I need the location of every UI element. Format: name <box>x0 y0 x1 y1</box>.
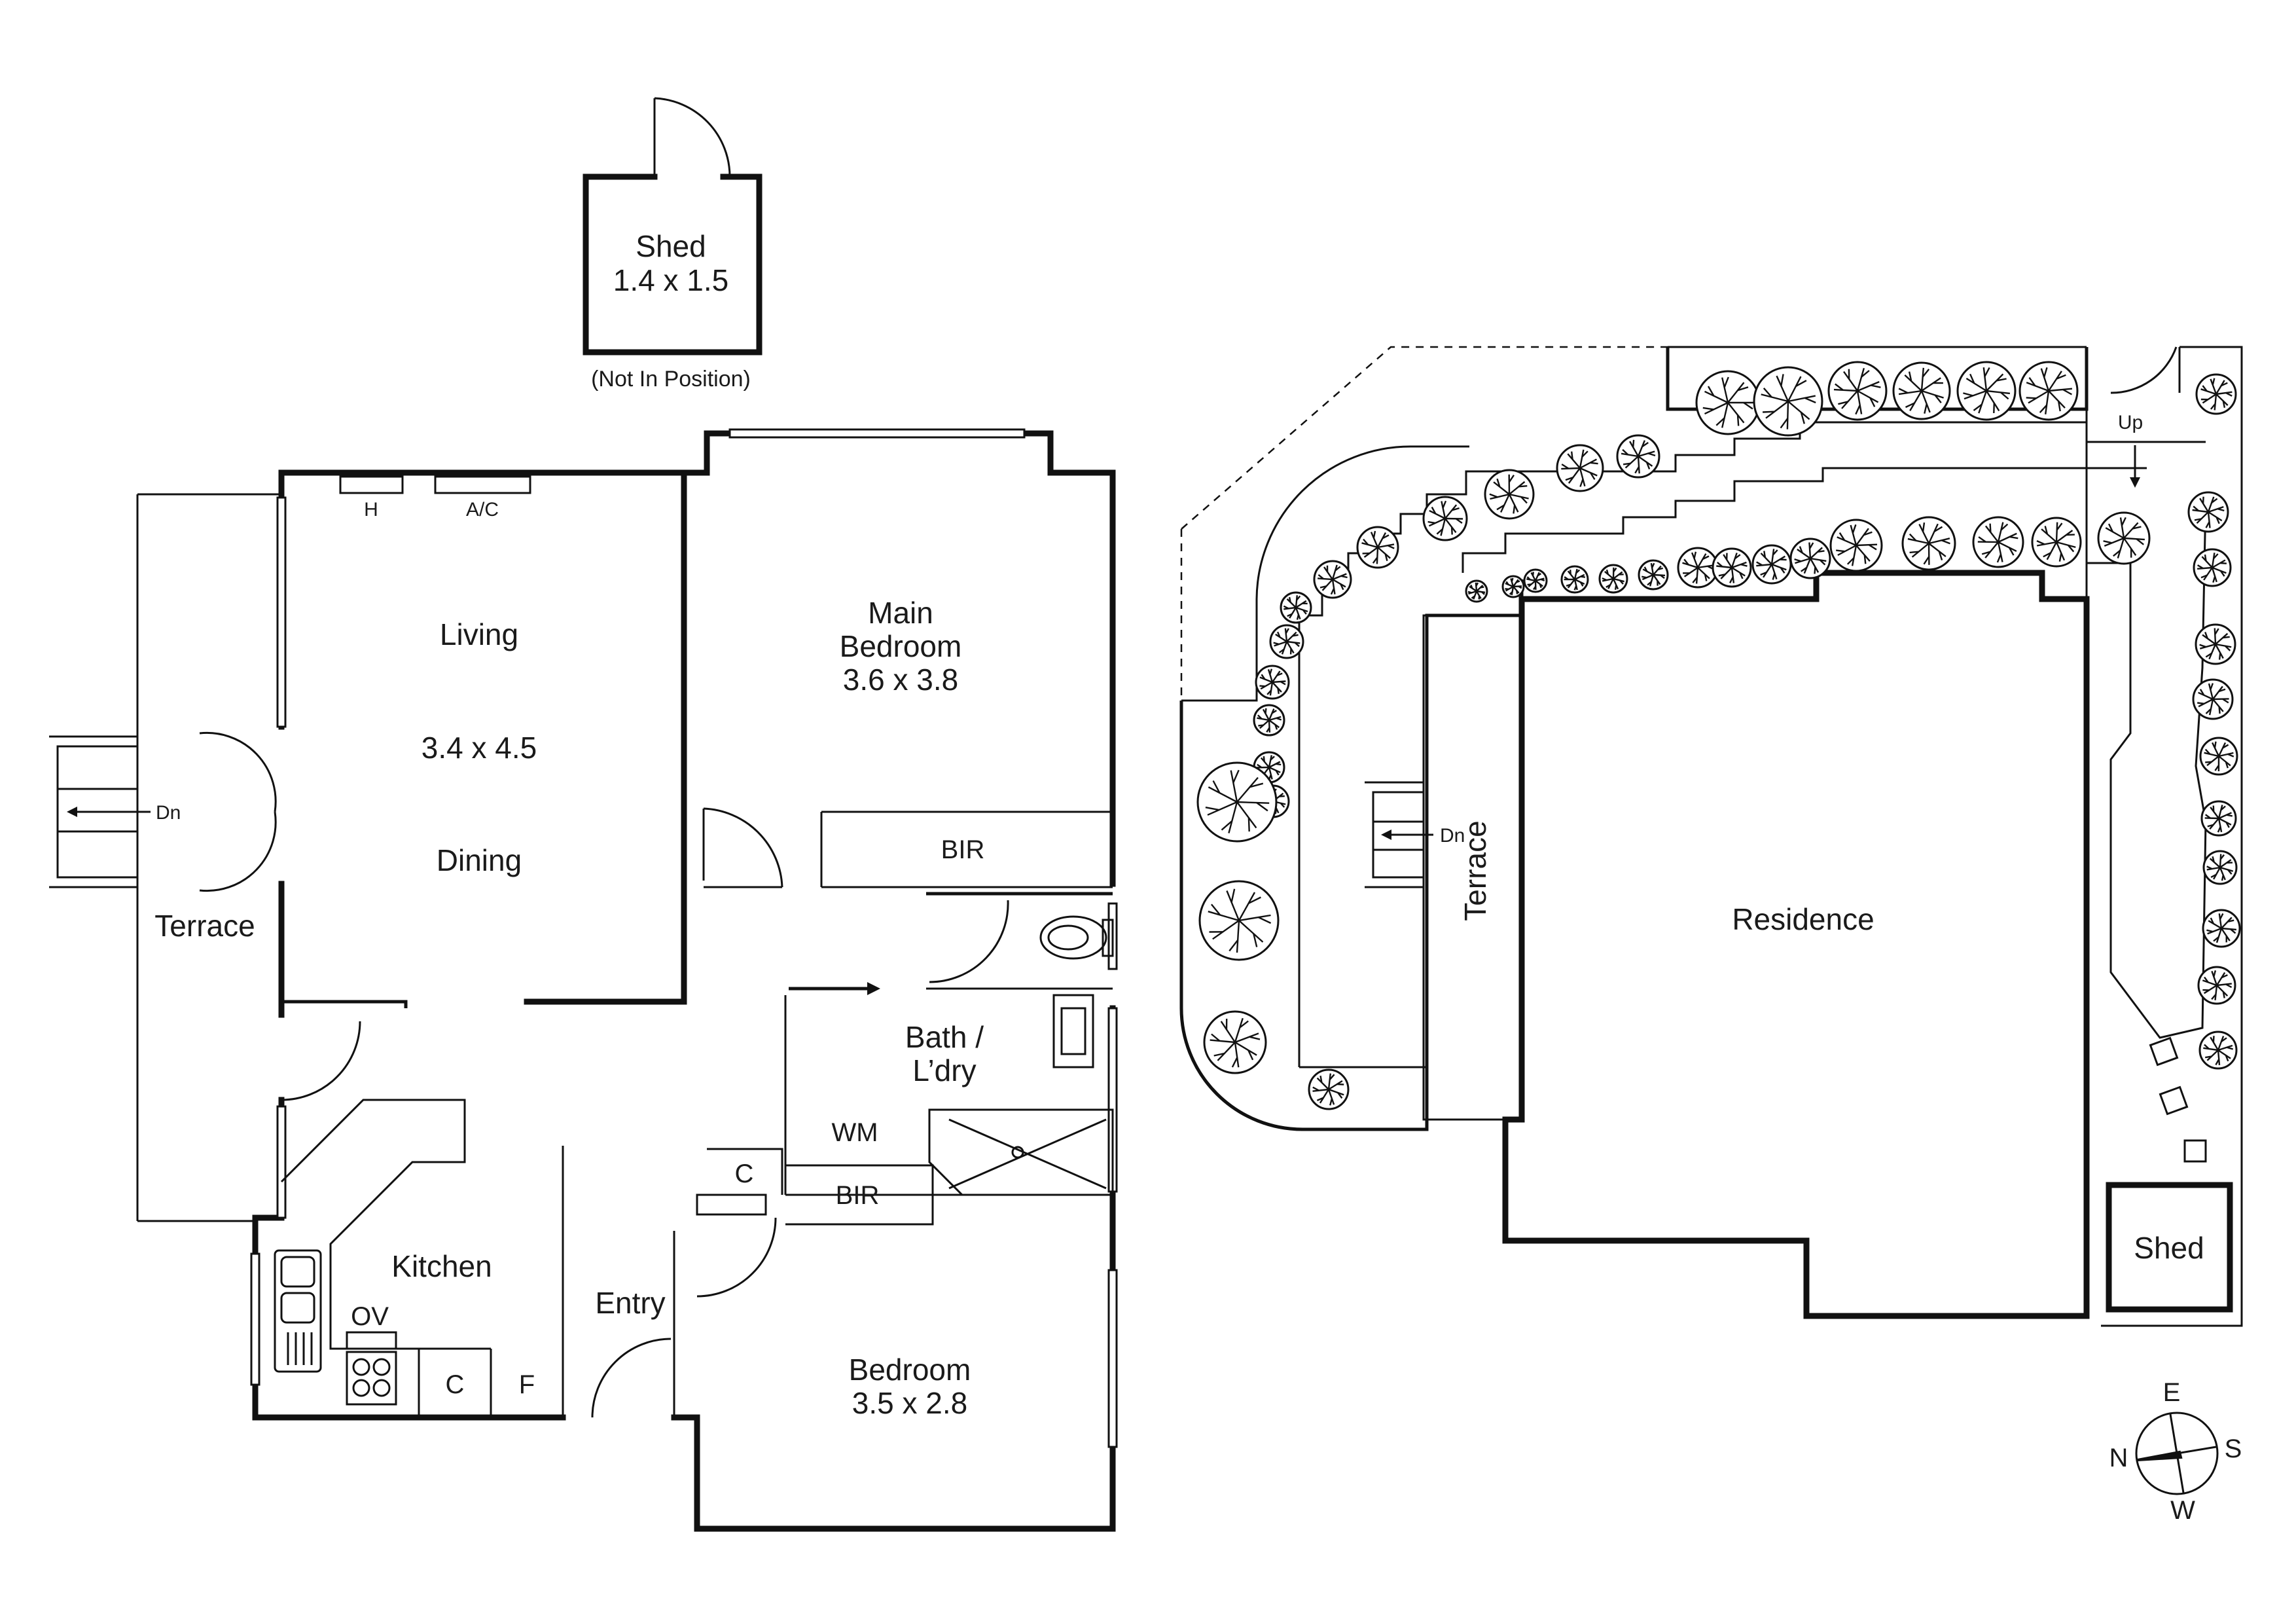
tree-icon <box>1422 496 1468 541</box>
tree-icon <box>1560 565 1589 594</box>
tree-icon <box>2097 511 2151 565</box>
ac-unit: A/C <box>434 475 531 520</box>
compass-west: W <box>2170 1496 2195 1525</box>
tree-icon <box>1695 370 1761 435</box>
tree-icon <box>2192 678 2234 720</box>
dining-label: Dining <box>437 843 522 877</box>
tree-icon <box>2195 373 2237 415</box>
tree-icon <box>1465 579 1488 603</box>
compass-south: S <box>2225 1434 2242 1463</box>
shed-size: 1.4 x 1.5 <box>613 263 728 297</box>
main-bedroom-label-2: Bedroom <box>840 629 962 663</box>
tree-icon <box>1616 434 1660 479</box>
tree-icon <box>1892 361 1951 420</box>
tree-icon <box>2199 737 2238 776</box>
heater-label: H <box>364 499 378 520</box>
entry-label: Entry <box>595 1286 665 1320</box>
tree-icon <box>2187 491 2229 533</box>
site-stairs-up: Up <box>2118 412 2143 488</box>
bath-label-1: Bath / <box>905 1020 984 1054</box>
tree-icon <box>2195 623 2236 665</box>
compass-east: E <box>2163 1378 2181 1407</box>
tree-icon <box>1972 516 2024 568</box>
tree-icon <box>1203 1010 1267 1074</box>
tree-icon <box>1556 444 1604 492</box>
main-bedroom-size: 3.6 x 3.8 <box>843 663 958 697</box>
kitchen-cupboard-label: C <box>446 1370 465 1399</box>
tree-icon <box>1789 538 1831 579</box>
tree-icon <box>1356 526 1399 569</box>
unit-doors <box>199 731 1009 1418</box>
tree-icon <box>1598 564 1628 594</box>
tree-icon <box>1280 591 1312 624</box>
shed-label: Shed <box>636 229 706 263</box>
tree-icon <box>1827 361 1888 421</box>
living-dining-size: 3.4 x 4.5 <box>422 731 537 765</box>
oven-label: OV <box>351 1302 389 1331</box>
tree-icon <box>1253 704 1285 737</box>
tree-icon <box>2193 548 2232 587</box>
unit-room-labels: Living 3.4 x 4.5 Dining Main Bedroom 3.6… <box>154 596 984 1420</box>
tree-icon <box>2198 1030 2238 1070</box>
tree-icon <box>2200 800 2237 837</box>
tree-icon <box>1956 361 2017 421</box>
compass: E N S W <box>2109 1378 2242 1525</box>
site-shed-label: Shed <box>2134 1231 2204 1265</box>
tree-icon <box>1255 665 1290 700</box>
tree-icon <box>1501 575 1525 598</box>
tree-icon <box>1523 568 1548 593</box>
tree-icon <box>1269 624 1304 659</box>
residence-building: Residence <box>1502 570 2090 1319</box>
bedroom-size: 3.5 x 2.8 <box>852 1386 967 1420</box>
site-terrace: Terrace Dn <box>1365 614 1523 1121</box>
main-bir-label: BIR <box>941 835 985 864</box>
tree-icon <box>1484 469 1535 520</box>
tree-icon <box>1198 880 1280 961</box>
shed-note: (Not In Position) <box>591 367 751 392</box>
main-bedroom-label-1: Main <box>868 596 933 630</box>
tree-icon <box>2031 517 2082 568</box>
heater-unit: H <box>339 475 404 520</box>
living-label: Living <box>440 617 518 651</box>
hall-cupboard-label: C <box>735 1159 754 1188</box>
tree-icon <box>2197 966 2236 1005</box>
unit-stairs-label: Dn <box>156 802 181 824</box>
kitchen-label: Kitchen <box>391 1249 492 1283</box>
tree-icon <box>1712 547 1752 588</box>
tree-icon <box>1308 1068 1350 1110</box>
site-terrace-label: Terrace <box>1458 820 1492 921</box>
tree-icon <box>1196 761 1278 843</box>
terrace-label: Terrace <box>154 909 255 943</box>
tree-icon <box>2202 850 2238 885</box>
bath-label-2: L’dry <box>912 1053 976 1087</box>
site-stairs-down-label: Dn <box>1440 825 1465 847</box>
unit-stairs-down: Dn <box>49 735 181 888</box>
tree-icon <box>1753 366 1823 437</box>
tree-icon <box>2018 361 2079 421</box>
fridge-label: F <box>519 1370 535 1399</box>
tree-icon <box>1901 516 1956 571</box>
wm-label: WM <box>831 1118 878 1147</box>
tree-icon <box>1677 547 1719 589</box>
bathroom-fixtures <box>789 915 1114 1196</box>
tree-icon <box>1638 559 1669 591</box>
tree-icon <box>1829 519 1883 572</box>
bedroom-label: Bedroom <box>849 1353 971 1387</box>
site-stairs-up-label: Up <box>2118 412 2143 433</box>
ac-label: A/C <box>466 499 499 520</box>
tree-icon <box>1313 560 1352 599</box>
bedroom-bir-label: BIR <box>836 1181 880 1210</box>
site-shed: Shed <box>2106 1182 2233 1313</box>
tree-icon <box>2202 909 2241 948</box>
landscape-trees <box>1196 361 2241 1110</box>
compass-north: N <box>2109 1444 2128 1472</box>
shed-block: Shed 1.4 x 1.5 (Not In Position) <box>583 97 762 392</box>
site-boundary <box>1179 346 2243 1327</box>
tree-icon <box>1751 544 1792 585</box>
kitchen-fixtures <box>274 1099 466 1406</box>
residence-label: Residence <box>1732 902 1874 936</box>
stepping-stones <box>2149 1036 2207 1163</box>
